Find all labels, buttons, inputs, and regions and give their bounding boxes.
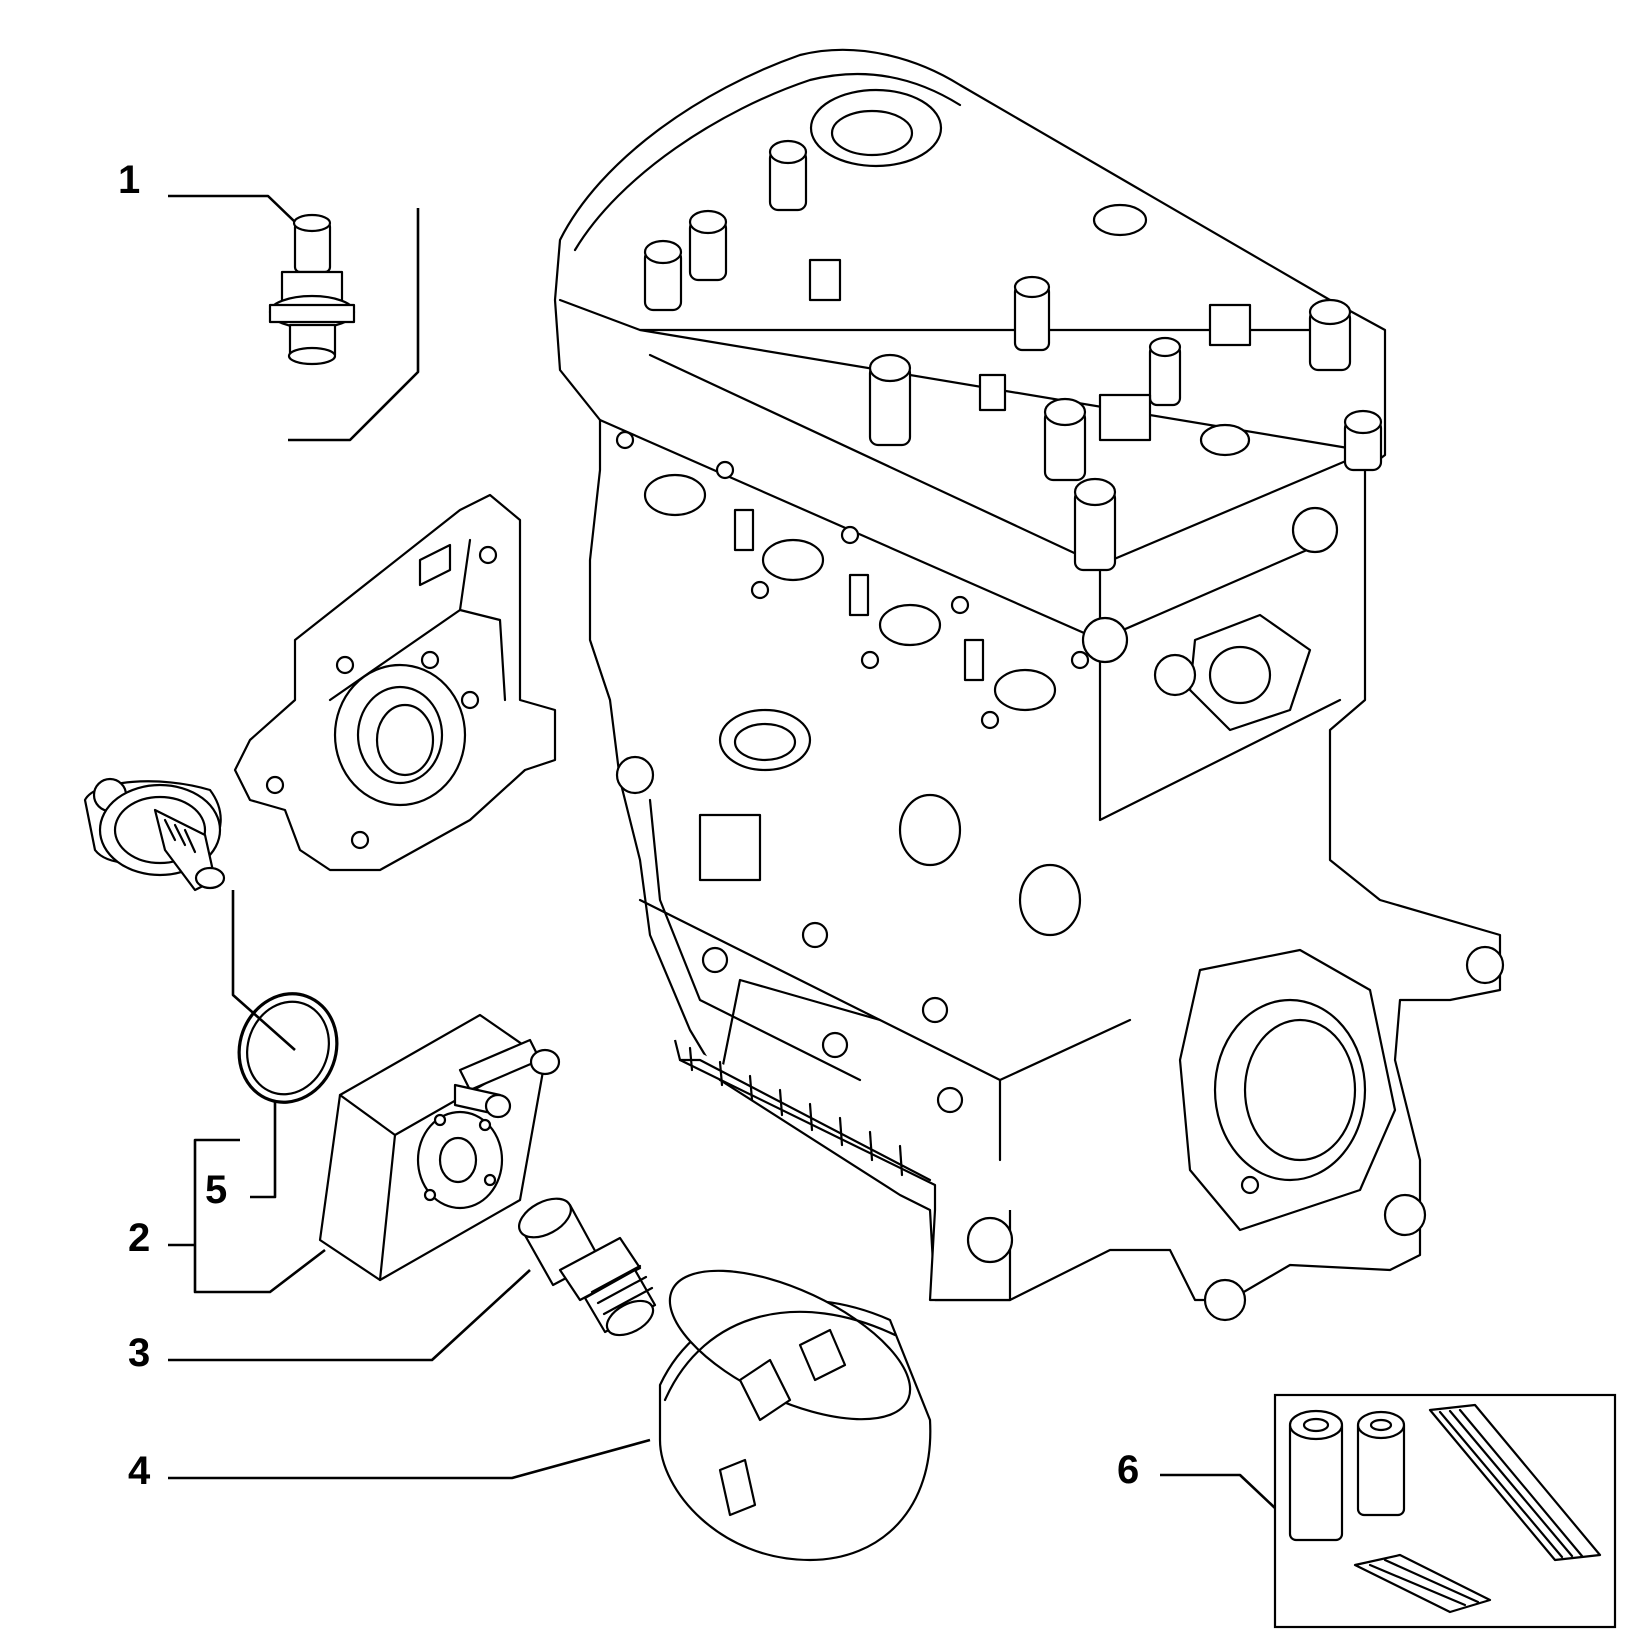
oil-pressure-sensor	[268, 213, 356, 366]
callout-6: 6	[1117, 1448, 1140, 1492]
callout-5: 5	[205, 1168, 228, 1212]
callout-1: 1	[118, 158, 141, 202]
oil-filter	[658, 1269, 932, 1562]
leader-lines	[168, 194, 1276, 1509]
callout-4: 4	[128, 1449, 151, 1493]
callout-2: 2	[128, 1216, 151, 1260]
oil-pump-cover	[83, 493, 557, 892]
engine-block	[553, 48, 1505, 1322]
oil-cooler	[318, 1013, 561, 1282]
filter-kit-inset	[1273, 1393, 1617, 1629]
callout-3: 3	[128, 1331, 151, 1375]
hollow-bolt	[518, 1197, 657, 1337]
o-ring	[237, 992, 339, 1104]
